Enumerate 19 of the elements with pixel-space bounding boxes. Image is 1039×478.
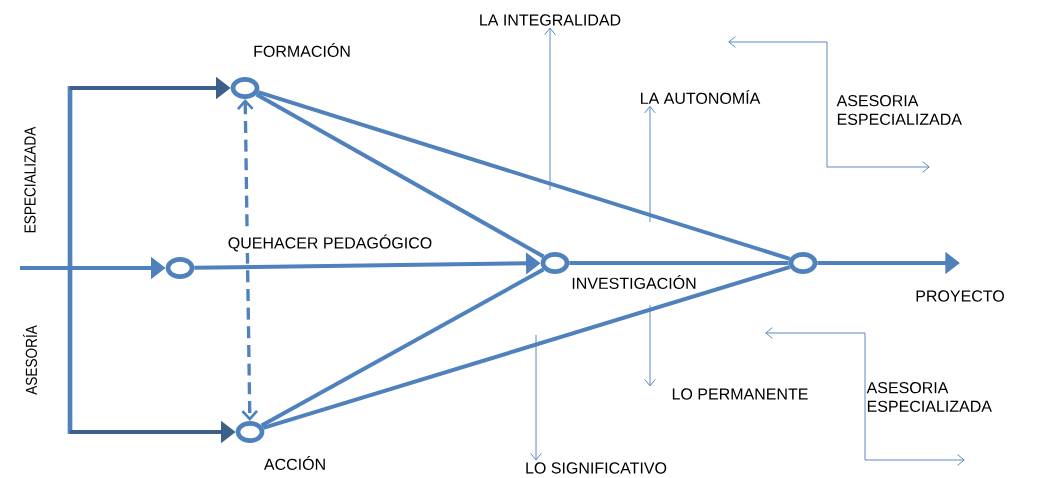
node-label: LO PERMANENTE <box>672 388 808 400</box>
node-label: INVESTIGACIÓN <box>572 275 696 289</box>
side-label: ASESORÍA <box>23 325 37 395</box>
node-label: LO SIGNIFICATIVO <box>526 462 667 474</box>
arrow <box>530 334 542 461</box>
node-label: LA INTEGRALIDAD <box>480 14 621 26</box>
side-label: ESPECIALIZADA <box>24 126 36 233</box>
arrow <box>644 105 656 223</box>
node-label: FORMACIÓN <box>254 43 350 57</box>
node-label: PROYECTO <box>916 290 1004 302</box>
node-label: LA AUTONOMÍA <box>641 90 761 104</box>
ring-node <box>788 252 818 274</box>
node-label: QUEHACER PEDAGÓGICO <box>228 234 432 252</box>
arrow <box>237 99 259 421</box>
side-label: ASESORIA ESPECIALIZADA <box>866 382 992 412</box>
arrow <box>644 304 656 387</box>
side-label: ASESORIA ESPECIALIZADA <box>836 95 962 125</box>
node-label: ACCIÓN <box>263 456 325 470</box>
arrow <box>544 27 556 191</box>
